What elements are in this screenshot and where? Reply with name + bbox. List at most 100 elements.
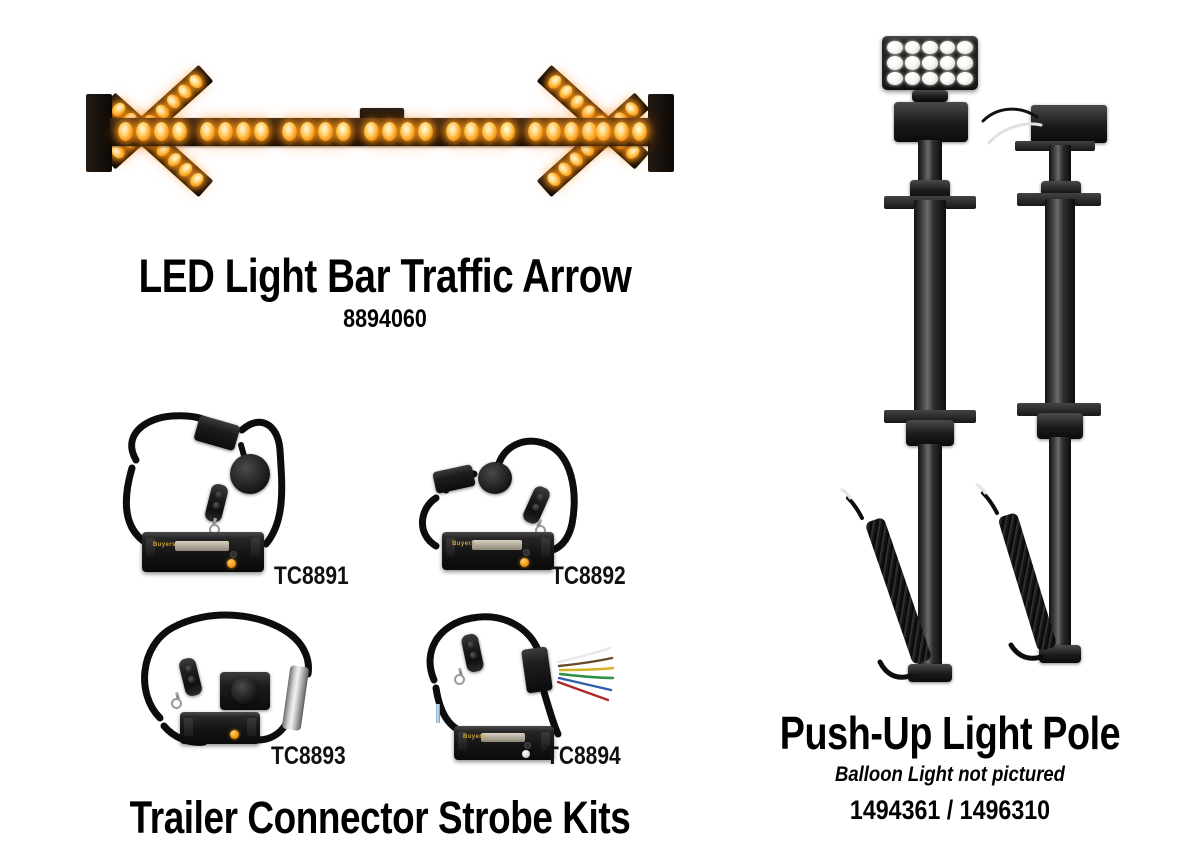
led-lamp (564, 122, 579, 141)
part-label-tc8893: TC8893 (271, 742, 346, 770)
led-lamp (364, 122, 379, 141)
fob-keyring (171, 698, 182, 709)
pole-lower-tube (1049, 437, 1071, 653)
pole-upper-tube (1049, 145, 1071, 187)
round-trailer-connector (478, 462, 512, 494)
pole-base-foot (1039, 645, 1081, 663)
mount-tab (251, 538, 260, 556)
led-lamp (582, 122, 597, 141)
led-lamp (254, 122, 269, 141)
light-pole-note: Balloon Light not pictured (835, 763, 1065, 786)
led-traffic-arrow-bar-icon (50, 28, 710, 233)
module-port (522, 549, 530, 557)
mount-tab (184, 718, 193, 736)
strobe-control-module (180, 712, 260, 744)
trailer-socket-connector (230, 454, 270, 494)
strobe-control-module: Buyers (142, 532, 264, 572)
led-lamp (482, 122, 497, 141)
led-lamp (200, 122, 215, 141)
led-lamp (904, 56, 921, 70)
socket-pin-face (231, 677, 258, 704)
mount-tab (541, 732, 550, 750)
led-lamp (939, 41, 956, 55)
pole-upper-tube (918, 140, 942, 186)
light-bar-title: LED Light Bar Traffic Arrow (138, 249, 632, 302)
led-lamp (596, 122, 611, 141)
led-work-light-panel (882, 36, 978, 90)
light-head-bracket (912, 90, 948, 102)
strobe-kit-bare-wire-leads-icon: Buyers (420, 608, 635, 760)
led-lamp (318, 122, 333, 141)
led-cluster (528, 122, 597, 141)
led-lamp (922, 41, 938, 55)
led-lamp (154, 122, 169, 141)
part-label-tc8891: TC8891 (274, 562, 349, 590)
trailer-socket-housing (220, 672, 270, 710)
led-lamp (632, 122, 647, 141)
led-lamp (887, 41, 903, 55)
pole-top-mount-bracket (1031, 105, 1107, 143)
led-lamp (218, 122, 233, 141)
led-cluster (364, 122, 433, 141)
part-label-tc8892: TC8892 (551, 562, 626, 590)
led-lamp (528, 122, 543, 141)
led-cluster (282, 122, 351, 141)
light-pole-title: Push-Up Light Pole (779, 707, 1121, 759)
mount-tab (541, 538, 550, 556)
pole-base-foot (908, 664, 952, 682)
strobe-kit-pin-plug-socket-icon (130, 608, 340, 758)
strobe-kit-round-connector-icon: Buyers (406, 432, 606, 587)
amber-indicator-button (520, 557, 530, 567)
fob-keyring (454, 674, 465, 685)
led-grid (887, 41, 973, 85)
telescoping-push-up-light-pole-icon (838, 28, 998, 688)
strobe-kit-7way-plug-socket-icon: Buyers (110, 398, 325, 588)
label-plate (472, 540, 522, 551)
led-lamp (887, 71, 903, 85)
power-cord (975, 483, 1044, 661)
pole-collar-upper (910, 180, 950, 200)
pole-mount-bracket-lower (884, 410, 976, 423)
strobe-control-module: Buyers (442, 532, 554, 570)
white-indicator-button (522, 749, 530, 758)
led-cluster (200, 122, 269, 141)
part-label-tc8894: TC8894 (546, 742, 621, 770)
led-lamp (118, 122, 133, 141)
mount-tab (458, 732, 467, 750)
led-lamp (957, 71, 973, 85)
led-lamp (614, 122, 629, 141)
led-lamp (300, 122, 315, 141)
mount-tab (146, 538, 155, 556)
led-lamp (922, 56, 938, 70)
led-cluster (596, 122, 647, 141)
led-lamp (418, 122, 433, 141)
arrow-head-plate-right (648, 94, 674, 172)
light-pole-sku: 1494361 / 1496310 (849, 795, 1051, 825)
led-cluster (118, 122, 187, 141)
led-lamp (282, 122, 297, 141)
module-port (229, 551, 237, 559)
crimp-connector (436, 704, 440, 723)
led-lamp (887, 56, 903, 70)
power-cord (840, 488, 913, 680)
amber-indicator-button (229, 729, 239, 739)
brand-mark: Buyers (463, 734, 486, 741)
led-lamp (546, 122, 561, 141)
led-lamp (136, 122, 151, 141)
pole-mount-bracket-lower (1017, 403, 1101, 416)
lead-wires (981, 107, 1043, 145)
light-bar-mounting-tab (360, 108, 404, 120)
label-plate (481, 733, 525, 743)
led-lamp (172, 122, 187, 141)
led-lamp (382, 122, 397, 141)
led-lamp (957, 41, 973, 55)
mount-tab (446, 538, 455, 556)
led-lamp (957, 56, 973, 70)
led-lamp (446, 122, 461, 141)
label-plate (174, 540, 229, 552)
led-lamp (400, 122, 415, 141)
light-head-housing (894, 102, 968, 142)
led-lamp (922, 71, 938, 85)
pole-collar-lower (906, 420, 954, 446)
